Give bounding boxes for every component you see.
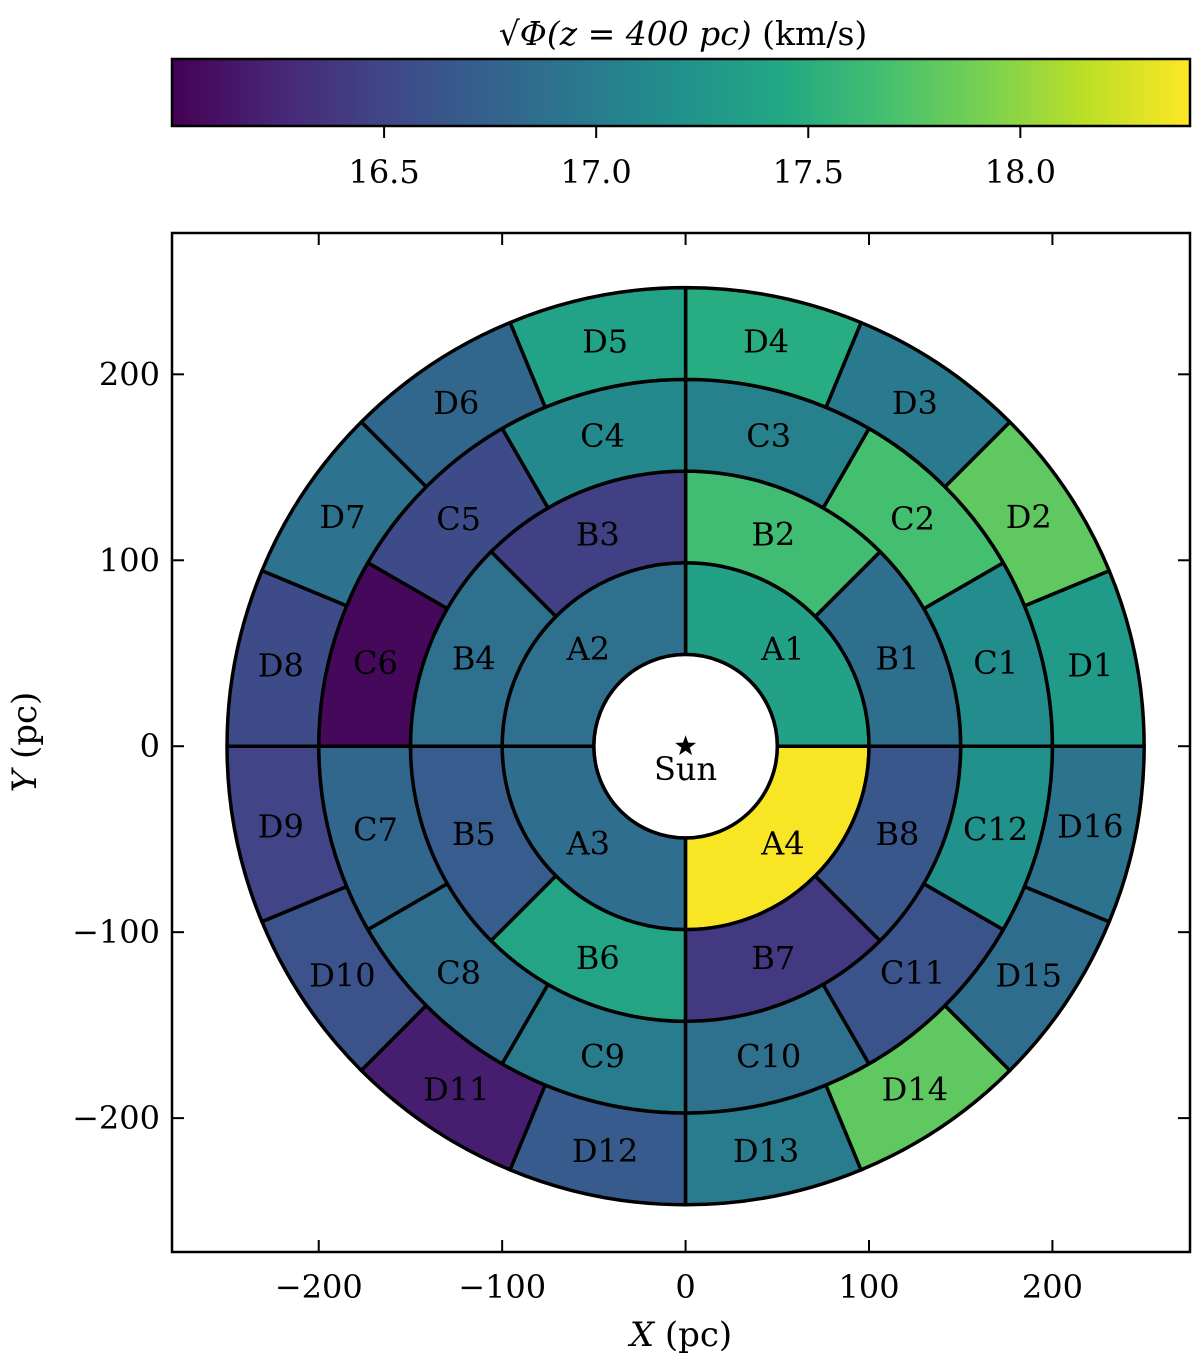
sector-label-d4: D4 — [743, 322, 789, 360]
sector-label-d15: D15 — [996, 957, 1062, 995]
colorbar-gradient — [170, 57, 1192, 128]
sector-label-d5: D5 — [582, 322, 628, 360]
colorbar-tick-label: 18.0 — [985, 153, 1056, 191]
sector-label-d10: D10 — [309, 957, 375, 995]
x-axis-ticks: −200 −100 0 100 200 — [275, 233, 1083, 1306]
sector-label-c5: C5 — [436, 500, 481, 538]
sector-label-b5: B5 — [452, 815, 496, 853]
sector-label-d8: D8 — [258, 647, 304, 685]
sector-map — [225, 285, 1146, 1207]
sector-label-d6: D6 — [433, 384, 479, 422]
sector-label-a2: A2 — [566, 630, 610, 668]
sector-label-c4: C4 — [580, 417, 625, 455]
sector-label-c6: C6 — [353, 644, 398, 682]
sun-center: Sun — [592, 652, 780, 840]
sector-label-c1: C1 — [973, 644, 1018, 682]
sector-label-d9: D9 — [258, 808, 304, 846]
sector-label-d12: D12 — [572, 1132, 638, 1170]
sector-label-a1: A1 — [760, 630, 804, 668]
sector-label-d13: D13 — [733, 1132, 799, 1170]
colorbar-tick-label: 16.5 — [348, 153, 419, 191]
y-tick-label: 200 — [99, 355, 160, 393]
x-tick-label: −100 — [458, 1268, 546, 1306]
sector-label-c7: C7 — [353, 810, 398, 848]
sector-label-b7: B7 — [751, 939, 795, 977]
x-axis-label: X (pc) — [627, 1315, 732, 1355]
sector-label-c9: C9 — [580, 1037, 625, 1075]
sector-label-d7: D7 — [319, 498, 365, 536]
sector-label-b3: B3 — [576, 515, 620, 553]
sector-label-d3: D3 — [892, 384, 938, 422]
sector-label-d11: D11 — [423, 1070, 489, 1108]
sector-label-c11: C11 — [880, 954, 945, 992]
sector-label-c3: C3 — [746, 417, 791, 455]
sector-label-b2: B2 — [751, 515, 795, 553]
y-tick-label: −200 — [72, 1099, 160, 1137]
sector-label-d2: D2 — [1006, 498, 1052, 536]
sector-label-d14: D14 — [882, 1070, 948, 1108]
colorbar-tick-label: 17.0 — [561, 153, 632, 191]
colorbar: √Φ(z = 400 pc) (km/s) 16.5 17.0 17.5 18.0 — [170, 14, 1192, 191]
sector-label-b6: B6 — [576, 939, 620, 977]
sector-d16 — [1022, 744, 1146, 924]
plot-frame — [170, 231, 1192, 1254]
sector-label-c12: C12 — [963, 810, 1028, 848]
sector-label-b1: B1 — [875, 639, 919, 677]
sector-label-b4: B4 — [452, 639, 496, 677]
sector-label-d16: D16 — [1057, 808, 1123, 846]
sector-label-a4: A4 — [760, 824, 804, 862]
y-tick-label: 0 — [140, 727, 160, 765]
sector-label-d1: D1 — [1067, 647, 1113, 685]
colorbar-label: √Φ(z = 400 pc) (km/s) — [499, 14, 868, 53]
sector-label-a3: A3 — [566, 824, 610, 862]
y-axis-label: Y (pc) — [5, 692, 45, 793]
sector-label-c8: C8 — [436, 954, 481, 992]
y-axis-ticks: −200 −100 0 100 200 — [72, 355, 1190, 1137]
x-tick-label: −200 — [275, 1268, 363, 1306]
sun-label: Sun — [654, 750, 717, 788]
y-tick-label: 100 — [99, 541, 160, 579]
colorbar-tick-label: 17.5 — [773, 153, 844, 191]
sector-label-c10: C10 — [736, 1037, 801, 1075]
x-tick-label: 0 — [675, 1268, 695, 1306]
sun-star-icon — [675, 735, 697, 756]
y-tick-label: −100 — [72, 913, 160, 951]
sector-label-c2: C2 — [890, 500, 935, 538]
sector-label-b8: B8 — [875, 815, 919, 853]
x-tick-label: 100 — [838, 1268, 899, 1306]
colorbar-ticks: 16.5 17.0 17.5 18.0 — [348, 126, 1056, 191]
x-tick-label: 200 — [1022, 1268, 1083, 1306]
